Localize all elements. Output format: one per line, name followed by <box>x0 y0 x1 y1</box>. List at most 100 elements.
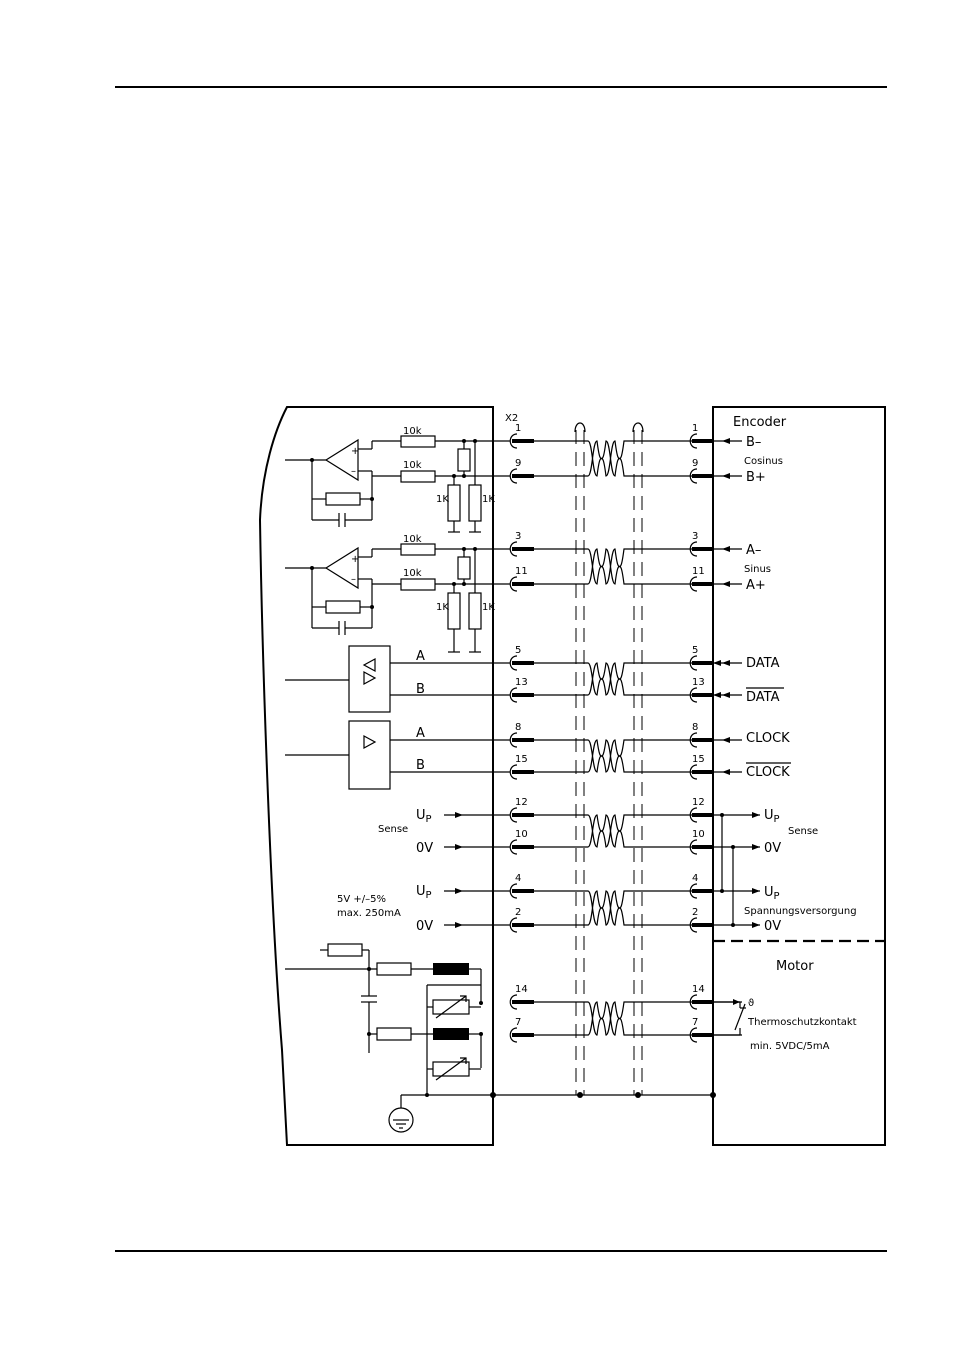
connector-socket <box>509 839 518 855</box>
svg-text:+: + <box>351 554 359 565</box>
encoder-box <box>712 406 886 1146</box>
pin-number-right: 9 <box>692 458 698 469</box>
resistor-10k-b <box>400 470 436 483</box>
encoder-title: Encoder <box>733 415 787 430</box>
resistor-10k-a <box>400 435 436 448</box>
left-power-labels: UP Sense 0V UP 5V +/–5% max. 250mA 0V <box>337 808 433 934</box>
pin-number-left: 4 <box>515 873 521 884</box>
svg-text:UP: UP <box>416 884 432 901</box>
svg-text:A: A <box>416 726 425 741</box>
thermo-switch: ϑ <box>713 998 754 1036</box>
thermo-interface <box>285 943 483 1097</box>
connector-socket <box>509 468 518 484</box>
svg-text:Sense: Sense <box>378 824 408 835</box>
twisted-pair-wire <box>534 662 692 696</box>
ferrite-1 <box>433 963 469 975</box>
arrow-head <box>722 438 730 444</box>
svg-text:1K: 1K <box>436 494 449 505</box>
pin-number-left: 11 <box>515 566 528 577</box>
svg-text:min. 5VDC/5mA: min. 5VDC/5mA <box>750 1041 830 1052</box>
drive-box <box>258 406 494 1146</box>
pin-number-left: 1 <box>515 423 521 434</box>
shield-cap-2 <box>632 422 644 433</box>
arrow-head <box>722 769 730 775</box>
pin-number-left: 5 <box>515 645 521 656</box>
svg-text:B+: B+ <box>746 470 766 485</box>
pin-number-left: 9 <box>515 458 521 469</box>
svg-text:Thermoschutzkontakt: Thermoschutzkontakt <box>747 1017 857 1028</box>
arrow-head <box>722 692 730 698</box>
arrow-head <box>713 692 721 698</box>
arrow-head <box>722 660 730 666</box>
svg-text:DATA: DATA <box>746 656 780 671</box>
twisted-pair-wire <box>534 739 692 773</box>
opamp-cos <box>324 438 359 482</box>
svg-text:DATA: DATA <box>746 690 780 705</box>
svg-text:CLOCK: CLOCK <box>746 765 790 780</box>
svg-text:B: B <box>416 758 425 773</box>
pin-number-right: 13 <box>692 677 705 688</box>
connector-socket <box>509 917 518 933</box>
twisted-pair-wire <box>534 440 692 477</box>
svg-text:–: – <box>351 466 356 477</box>
connector-socket <box>509 687 518 703</box>
svg-text:UP: UP <box>764 808 780 825</box>
pin-number-left: 13 <box>515 677 528 688</box>
pin-number-left: 14 <box>515 984 528 995</box>
svg-text:A+: A+ <box>746 578 766 593</box>
svg-text:Sinus: Sinus <box>744 564 771 575</box>
twisted-pair-wire <box>534 890 692 926</box>
svg-text:10k: 10k <box>403 534 422 545</box>
svg-text:ϑ: ϑ <box>748 998 754 1009</box>
encoder-signal-labels: B– Cosinus B+ A– Sinus A+ DATA DATA CLOC… <box>744 435 857 1052</box>
pin-number-right: 14 <box>692 984 705 995</box>
connector-socket <box>509 1027 518 1043</box>
svg-text:Spannungsversorgung: Spannungsversorgung <box>744 906 857 917</box>
svg-text:0V: 0V <box>764 919 781 934</box>
clock-driver: A B <box>285 720 510 790</box>
connector-socket <box>509 732 518 748</box>
arrow-head <box>713 660 721 666</box>
connector-socket <box>509 541 518 557</box>
shield-cap-1 <box>574 422 586 433</box>
pin-number-left: 3 <box>515 531 521 542</box>
connector-socket <box>509 576 518 592</box>
svg-text:0V: 0V <box>416 841 433 856</box>
svg-text:10k: 10k <box>403 568 422 579</box>
ferrite-2 <box>433 1028 469 1040</box>
arrow-head <box>722 546 730 552</box>
svg-text:–: – <box>351 574 356 585</box>
svg-text:Cosinus: Cosinus <box>744 456 783 467</box>
pin-number-left: 8 <box>515 722 521 733</box>
svg-text:+: + <box>351 446 359 457</box>
svg-text:CLOCK: CLOCK <box>746 731 790 746</box>
pin-number-right: 15 <box>692 754 705 765</box>
arrow-head <box>455 922 463 928</box>
arrow-head <box>455 844 463 850</box>
arrow-head <box>722 581 730 587</box>
twisted-pair-wire <box>534 548 692 585</box>
resistor-label: 10k <box>403 426 422 437</box>
svg-text:10k: 10k <box>403 460 422 471</box>
connector-socket <box>509 655 518 671</box>
connector-socket <box>509 764 518 780</box>
svg-text:0V: 0V <box>764 841 781 856</box>
pin-number-right: 12 <box>692 797 705 808</box>
opamp-block-cos: + – 10k 10k 1K <box>285 426 510 533</box>
svg-text:1K: 1K <box>436 602 449 613</box>
pin-number-left: 2 <box>515 907 521 918</box>
pin-number-right: 3 <box>692 531 698 542</box>
pin-number-right: 1 <box>692 423 698 434</box>
arrow-head <box>722 737 730 743</box>
ground-symbol <box>388 1107 414 1133</box>
pin-number-right: 8 <box>692 722 698 733</box>
pin-number-left: 10 <box>515 829 528 840</box>
svg-text:UP: UP <box>764 885 780 902</box>
cable-shields <box>575 430 643 1095</box>
svg-text:1K: 1K <box>482 602 495 613</box>
opamp-block-sin: + – 10k 10k 1K <box>285 534 510 653</box>
svg-text:0V: 0V <box>416 919 433 934</box>
connector-socket <box>509 883 518 899</box>
twisted-pair-wire <box>534 1001 692 1036</box>
connector-socket <box>509 994 518 1010</box>
